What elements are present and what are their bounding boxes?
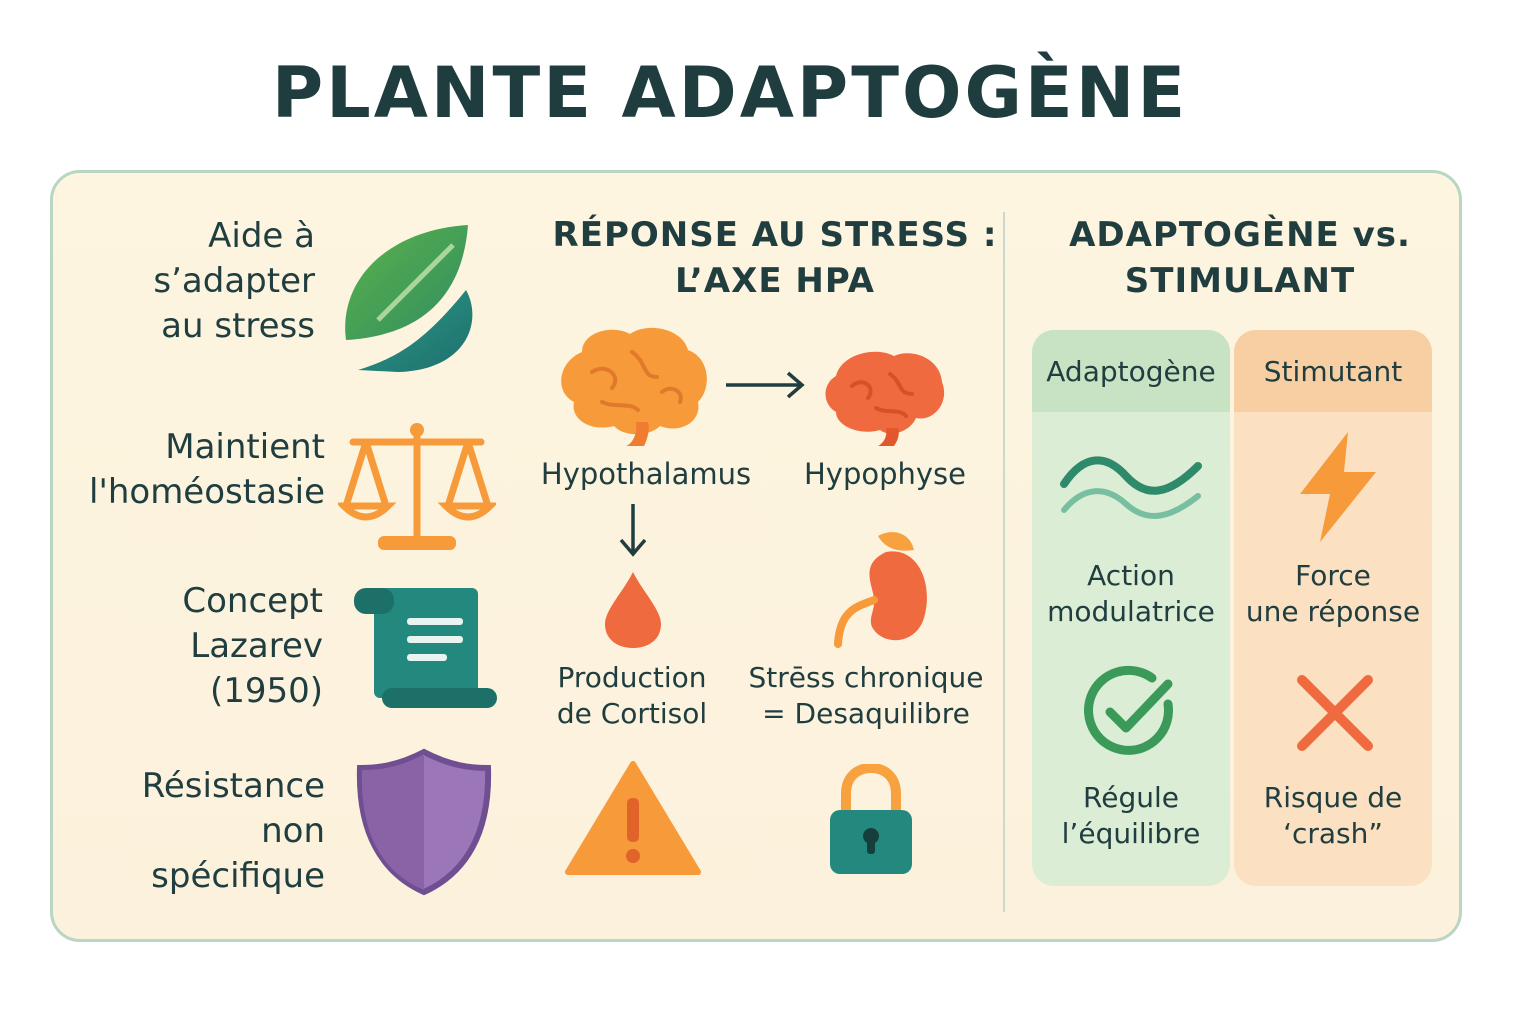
caption-line: ‘crash” xyxy=(1283,817,1383,850)
caption-line: une réponse xyxy=(1245,595,1421,628)
hpa-heading: RÉPONSE AU STRESS : L’AXE HPA xyxy=(545,212,1005,304)
label-line: Concept xyxy=(182,581,323,621)
label-line: Maintient xyxy=(165,427,325,467)
heading-line: STIMULANT xyxy=(1124,261,1356,301)
heading-line: L’AXE HPA xyxy=(675,261,875,301)
adrenal-kidney-icon xyxy=(834,532,927,648)
stimulant-header: Stimutant xyxy=(1234,330,1432,412)
chronic-stress-label: Strēss chronique = Desaquilibre xyxy=(746,660,986,732)
label-line: spécifique xyxy=(151,856,325,896)
label-lazarev: Concept Lazarev (1950) xyxy=(60,579,323,714)
pituitary-brain-icon xyxy=(825,351,945,446)
caption-line: Régule xyxy=(1083,781,1179,814)
checkmark-icon xyxy=(1084,665,1173,755)
heading-line: RÉPONSE AU STRESS : xyxy=(552,215,998,255)
caption-line: Strēss chronique xyxy=(748,661,984,694)
cortisol-label: Production de Cortisol xyxy=(532,660,732,732)
adaptogene-column: Adaptogène xyxy=(1032,330,1230,886)
adaptogene-header: Adaptogène xyxy=(1032,330,1230,412)
label-line: s’adapter xyxy=(153,261,315,301)
lightning-icon xyxy=(1300,432,1376,542)
caption-line: Force xyxy=(1295,559,1371,592)
right-arrow-icon xyxy=(726,371,805,399)
page-title: PLANTE ADAPTOGÈNE xyxy=(271,52,1189,134)
caption-line: Production xyxy=(557,661,707,694)
comparison-heading: ADAPTOGÈNE vs. STIMULANT xyxy=(1010,212,1470,304)
label-line: Aide à xyxy=(208,216,315,256)
drop-icon xyxy=(605,572,661,648)
column-divider xyxy=(1003,212,1005,912)
caption-line: = Desaquilibre xyxy=(762,697,970,730)
stimulant-column: Stimutant xyxy=(1234,330,1432,886)
force-reponse-label: Force une réponse xyxy=(1234,558,1432,630)
caption-line: Action xyxy=(1087,559,1175,592)
cross-icon xyxy=(1297,675,1373,751)
heading-line: ADAPTOGÈNE vs. xyxy=(1069,215,1411,255)
label-homeostasis: Maintient l'homéostasie xyxy=(60,425,325,515)
label-line: (1950) xyxy=(209,671,323,711)
label-adapt-stress: Aide à s’adapter au stress xyxy=(60,214,315,349)
label-line: non xyxy=(261,811,325,851)
action-modulatrice-label: Action modulatrice xyxy=(1032,558,1230,630)
lock-icon xyxy=(830,764,912,874)
wave-icon xyxy=(1060,456,1202,519)
label-line: Lazarev xyxy=(190,626,323,666)
label-line: au stress xyxy=(161,306,315,346)
label-line: Résistance xyxy=(141,766,325,806)
caption-line: Risque de xyxy=(1263,781,1403,814)
regule-equilibre-label: Régule l’équilibre xyxy=(1032,780,1230,852)
label-line: l'homéostasie xyxy=(89,472,325,512)
caption-line: modulatrice xyxy=(1047,595,1215,628)
hypothalamus-label: Hypothalamus xyxy=(540,457,752,491)
caption-line: de Cortisol xyxy=(556,697,708,730)
scroll-icon xyxy=(354,588,497,708)
down-arrow-icon xyxy=(619,504,647,557)
hypophyse-label: Hypophyse xyxy=(803,457,967,491)
brain-icon xyxy=(561,327,707,446)
risque-crash-label: Risque de ‘crash” xyxy=(1234,780,1432,852)
warning-icon xyxy=(565,761,701,875)
scales-icon xyxy=(338,423,496,550)
caption-line: l’équilibre xyxy=(1061,817,1201,850)
label-resistance: Résistance non spécifique xyxy=(60,764,325,899)
leaf-icon xyxy=(345,225,473,372)
shield-icon xyxy=(356,748,492,896)
